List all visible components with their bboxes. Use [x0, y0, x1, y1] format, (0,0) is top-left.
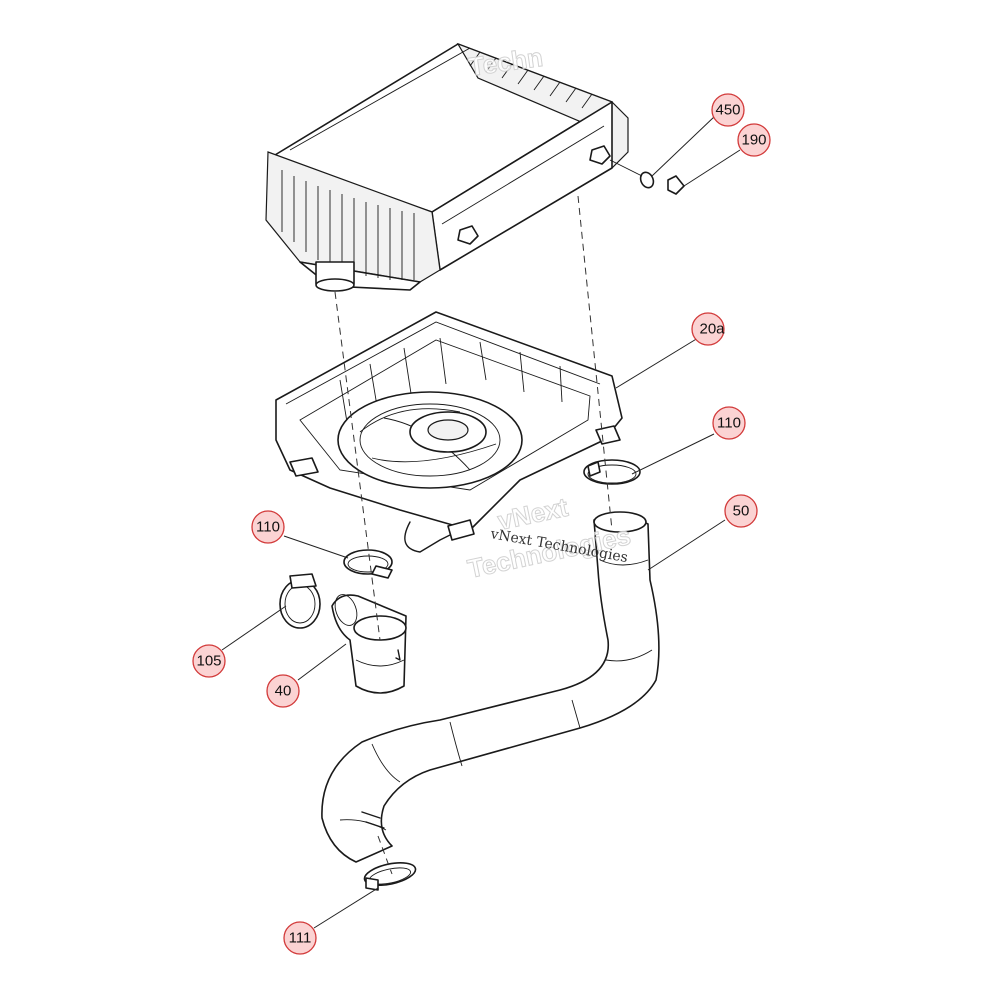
callout-20a: 20a [691, 312, 725, 346]
svg-text:111: 111 [289, 930, 312, 947]
svg-text:20a: 20a [699, 321, 725, 338]
callout-111: 111 [283, 921, 317, 955]
fan-shroud-assembly [275, 311, 623, 553]
long-hose [321, 511, 660, 863]
svg-text:105: 105 [196, 653, 221, 670]
alignment-lines [334, 195, 613, 875]
callout-40: 40 [266, 674, 300, 708]
callout-190: 190 [737, 123, 771, 157]
callout-110-right: 110 [712, 406, 746, 440]
svg-text:40: 40 [275, 683, 292, 700]
callout-450: 450 [711, 93, 745, 127]
hose-clamp-right [583, 459, 641, 485]
intercooler-radiator [265, 42, 629, 292]
svg-text:110: 110 [717, 415, 741, 432]
washer-and-bolt [609, 159, 685, 195]
hose-clamp-111 [363, 862, 417, 891]
leader-lines [221, 115, 741, 929]
svg-text:50: 50 [733, 503, 750, 520]
svg-text:450: 450 [715, 102, 740, 119]
hose-clamp-105 [279, 573, 321, 629]
callout-105: 105 [192, 644, 226, 678]
elbow-hose [331, 594, 407, 694]
svg-text:110: 110 [256, 519, 280, 536]
callout-50: 50 [724, 494, 758, 528]
svg-text:190: 190 [741, 132, 766, 149]
callout-110-left: 110 [251, 510, 285, 544]
hose-clamp-left [343, 549, 393, 579]
